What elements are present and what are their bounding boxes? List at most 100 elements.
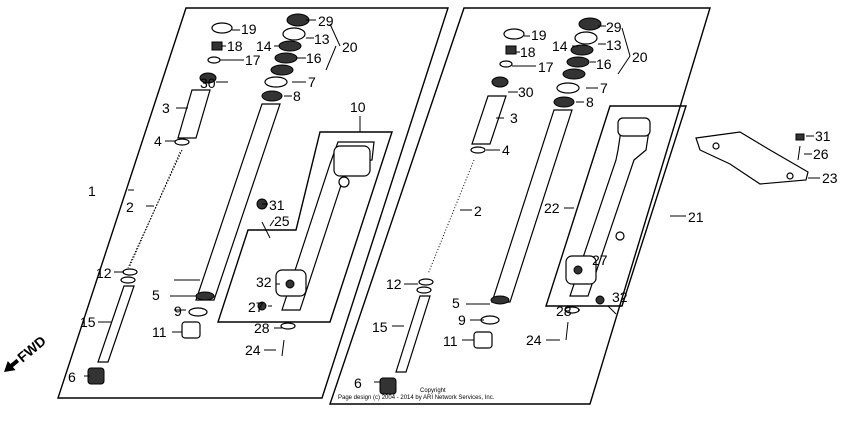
- forward-arrow-icon: FWD: [4, 333, 49, 372]
- left-bolt-24: [281, 339, 285, 357]
- label-23: 23: [822, 170, 838, 186]
- right-collar-30: [491, 76, 509, 88]
- left-bushing-9: [188, 307, 208, 317]
- left-nut-17: [207, 56, 221, 64]
- label-26: 26: [813, 146, 829, 162]
- label-15-right: 15: [372, 319, 388, 335]
- bridge-bolt-31: [795, 133, 805, 141]
- label-21: 21: [688, 209, 704, 225]
- label-8-left: 8: [293, 88, 301, 104]
- label-12-left: 12: [96, 265, 112, 281]
- left-bolt-25: [261, 221, 271, 239]
- label-20-right: 20: [632, 49, 648, 65]
- label-17-right: 17: [538, 59, 554, 75]
- label-30-left: 30: [200, 75, 216, 91]
- label-18-right: 18: [520, 44, 536, 60]
- label-28-left: 28: [254, 320, 270, 336]
- label-27-left: 27: [248, 299, 264, 315]
- label-15-left: 15: [80, 314, 96, 330]
- leader-lines: [84, 19, 820, 383]
- left-bushing-11: [181, 321, 201, 339]
- label-12-right: 12: [386, 276, 402, 292]
- label-10: 10: [350, 99, 366, 115]
- label-20-left: 20: [342, 39, 358, 55]
- label-3-left: 3: [162, 100, 170, 116]
- right-slider-body: [565, 117, 651, 297]
- right-nut-17: [499, 60, 513, 68]
- bridge-washer-26: [797, 145, 801, 161]
- right-bushing-11: [473, 331, 493, 349]
- left-rod-15: [97, 285, 135, 363]
- left-collar-30: [199, 72, 217, 84]
- label-4-left: 4: [154, 133, 162, 149]
- label-16-right: 16: [596, 56, 612, 72]
- right-rings-12: [416, 278, 434, 294]
- right-bolt-24: [565, 321, 569, 341]
- label-19-left: 19: [241, 21, 257, 37]
- label-17-left: 17: [245, 52, 261, 68]
- left-rings-12: [120, 268, 138, 284]
- copyright-line-2: Page design (c) 2004 - 2014 by ARI Netwo…: [338, 395, 495, 401]
- label-31-left: 31: [269, 197, 285, 213]
- right-bolt-32: [607, 305, 617, 315]
- left-assembly-frame: [57, 7, 449, 399]
- label-28-right: 28: [556, 303, 572, 319]
- fork-bridge-23: [695, 131, 809, 185]
- label-18-left: 18: [227, 38, 243, 54]
- label-9-left: 9: [174, 303, 182, 319]
- right-washer-4: [470, 146, 486, 154]
- label-30-right: 30: [518, 84, 534, 100]
- left-washer-4: [174, 138, 190, 146]
- right-assembly-frame: [329, 7, 711, 405]
- label-32-left: 32: [256, 274, 272, 290]
- left-washer-28: [280, 322, 296, 330]
- label-6-left: 6: [68, 369, 76, 385]
- copyright-line-1: Copyright: [420, 388, 446, 394]
- label-14-right: 14: [552, 38, 568, 54]
- right-rod-15: [395, 295, 431, 373]
- label-14-left: 14: [256, 38, 272, 54]
- part-labels: 19 18 17 30 3 4 1 2 12 5 9 15 11 6 29 13…: [68, 13, 838, 391]
- right-subframe-21: [545, 105, 687, 307]
- label-7-right: 7: [600, 80, 608, 96]
- label-24-left: 24: [245, 342, 261, 358]
- left-bolt-6: [87, 367, 105, 385]
- label-25: 25: [274, 213, 290, 229]
- label-11-left: 11: [152, 324, 167, 340]
- left-bolt-18: [211, 41, 223, 51]
- left-subframe-10: [217, 131, 393, 323]
- label-32-right: 32: [612, 289, 628, 305]
- label-29-left: 29: [318, 13, 334, 29]
- right-cap-19: [503, 28, 525, 40]
- label-4-right: 4: [502, 142, 510, 158]
- label-7-left: 7: [308, 74, 316, 90]
- label-9-right: 9: [458, 312, 466, 328]
- right-spacer-3: [471, 95, 507, 145]
- right-spring-2: [427, 159, 475, 275]
- label-29-right: 29: [606, 19, 622, 35]
- left-seal-stack: [261, 13, 310, 102]
- label-1: 1: [88, 183, 96, 199]
- label-5-left: 5: [152, 287, 160, 303]
- right-washer-27: [595, 295, 605, 305]
- right-seal-stack: [553, 17, 602, 108]
- left-spring-2: [127, 149, 183, 269]
- label-13-left: 13: [314, 31, 330, 47]
- label-22: 22: [544, 200, 560, 216]
- left-slider-body: [275, 141, 375, 311]
- label-24-right: 24: [526, 332, 542, 348]
- left-spacer-3: [177, 89, 211, 139]
- label-19-right: 19: [531, 27, 547, 43]
- label-2-right: 2: [474, 203, 482, 219]
- label-13-right: 13: [606, 37, 622, 53]
- label-31-bracket: 31: [815, 128, 831, 144]
- right-bolt-18: [505, 45, 517, 55]
- label-11-right: 11: [443, 333, 458, 349]
- label-8-right: 8: [586, 94, 594, 110]
- label-5-right: 5: [452, 295, 460, 311]
- label-16-left: 16: [306, 50, 322, 66]
- label-6-right: 6: [354, 375, 362, 391]
- left-fork-tube: [195, 103, 281, 301]
- left-cap-19: [211, 22, 233, 34]
- label-27-right: 27: [592, 252, 608, 268]
